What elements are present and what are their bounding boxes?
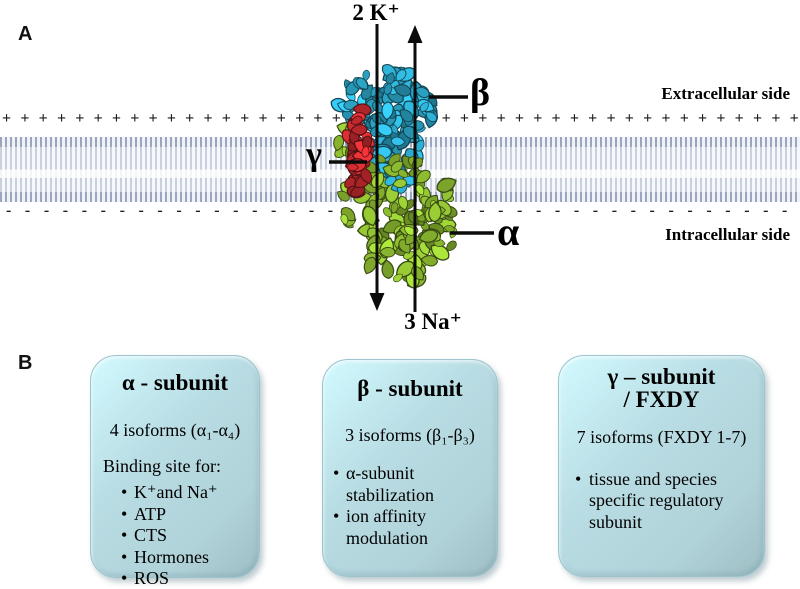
card-title: β - subunit [357,376,463,401]
subunit-connector-lines [329,95,494,235]
list-item: • tissue and species specific regulatory… [575,468,724,532]
card-title: α - subunit [121,370,229,395]
card-title: γ – subunit / FXDY [607,364,716,413]
card-isoforms: 4 isoforms (α₁-α₄) [109,420,241,440]
panel-a-label: A [18,23,33,45]
gamma-subunit-label: γ [306,136,322,173]
card-bullet-list: • α-subunit stabilization • ion affinity… [323,463,497,549]
sodium-ion-label: 3 Na⁺ [404,309,462,334]
bullet-icon: • [333,463,340,483]
bullet-icon: • [121,525,128,545]
panel-b-label: B [18,352,33,374]
list-item: • ATP [121,503,167,524]
list-item: • ion affinity modulation [333,506,428,548]
gamma-subunit-card: γ – subunit / FXDY 7 isoforms (FXDY 1-7)… [558,355,765,577]
list-item: • K⁺and Na⁺ [121,482,218,502]
bullet-icon: • [121,546,128,567]
potassium-ion-label: 2 K⁺ [352,0,400,25]
card-isoforms: 3 isoforms (β₁-β₃) [345,425,475,445]
na-efflux-arrowhead-icon [407,25,423,43]
list-item: • α-subunit stabilization [333,463,434,505]
intracellular-side-label: Intracellular side [665,225,790,244]
beta-subunit-label: β [470,72,491,114]
bullet-icon: • [121,568,128,588]
bullet-icon: • [121,503,128,524]
card-bullet-list: • K⁺and Na⁺ • ATP • CTS • Hormones • ROS [91,482,259,589]
alpha-subunit-card: α - subunit 4 isoforms (α₁-α₄) Binding s… [90,355,260,588]
bullet-icon: • [333,506,340,526]
alpha-subunit-label: α [497,209,520,254]
list-item: • ROS [121,568,170,588]
bullet-icon: • [575,468,582,489]
list-item: • Hormones [121,546,209,567]
transport-arrows [369,24,423,312]
card-intro: Binding site for: [103,456,221,476]
card-bullet-list: • tissue and species specific regulatory… [559,469,764,534]
pump-structure-graphic [329,24,494,312]
extracellular-side-label: Extracellular side [661,84,790,103]
list-item: • CTS [121,525,168,545]
subunit-petals [330,63,458,289]
card-isoforms: 7 isoforms (FXDY 1-7) [576,426,747,447]
beta-subunit-card: β - subunit 3 isoforms (β₁-β₃) • α-subun… [322,359,498,577]
bullet-icon: • [121,482,128,502]
k-influx-arrowhead-icon [369,293,385,311]
